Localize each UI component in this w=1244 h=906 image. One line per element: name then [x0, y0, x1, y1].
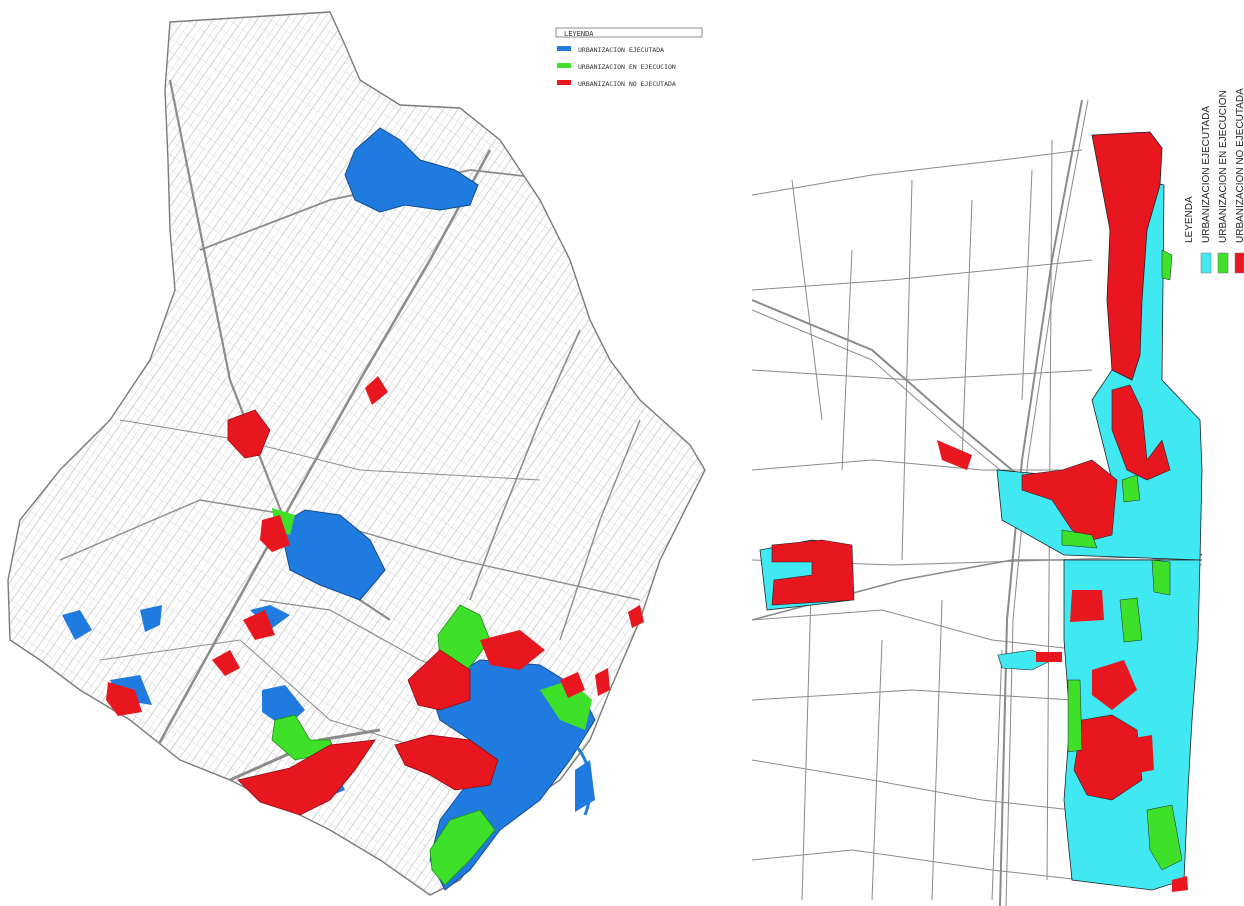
left-legend-title-box [555, 27, 703, 38]
left-legend: LEYENDA URBANIZACION EJECUTADA URBANIZAC… [555, 27, 703, 88]
in-execution-zones [271, 508, 592, 886]
left-map-panel: LEYENDA URBANIZACION EJECUTADA URBANIZAC… [7, 11, 706, 896]
left-legend-swatch-executed [557, 46, 571, 51]
left-legend-title: LEYENDA [564, 30, 594, 38]
right-legend-label-executed: URBANIZACION EJECUTADA [1201, 106, 1212, 243]
left-legend-label-executed: URBANIZACION EJECUTADA [578, 46, 664, 54]
left-legend-label-not-executed: URBANIZACION NO EJECUTADA [578, 80, 676, 88]
not-executed-zones [106, 376, 644, 816]
left-map: LEYENDA URBANIZACION EJECUTADA URBANIZAC… [7, 11, 706, 896]
left-legend-swatch-not-executed [557, 80, 571, 85]
right-legend-swatch-in-execution [1217, 252, 1229, 274]
left-legend-label-in-execution: URBANIZACION EN EJECUCION [578, 63, 676, 71]
right-legend-swatch-executed [1200, 252, 1212, 274]
right-legend: LEYENDA URBANIZACION EJECUTADA URBANIZAC… [1184, 88, 1244, 274]
left-legend-swatch-in-execution [557, 63, 571, 68]
not-executed-zones [771, 131, 1188, 892]
right-legend-label-in-execution: URBANIZACION EN EJECUCION [1218, 90, 1229, 243]
in-execution-zones [1061, 249, 1183, 871]
harbour-line [573, 743, 592, 816]
right-legend-label-not-executed: URBANIZACION NO EJECUTADA [1235, 88, 1244, 243]
right-map-panel: LEYENDA URBANIZACION EJECUTADA URBANIZAC… [752, 0, 1244, 906]
right-map: LEYENDA URBANIZACION EJECUTADA URBANIZAC… [752, 88, 1244, 906]
right-legend-swatch-not-executed [1234, 252, 1244, 274]
right-legend-title: LEYENDA [1184, 196, 1195, 243]
